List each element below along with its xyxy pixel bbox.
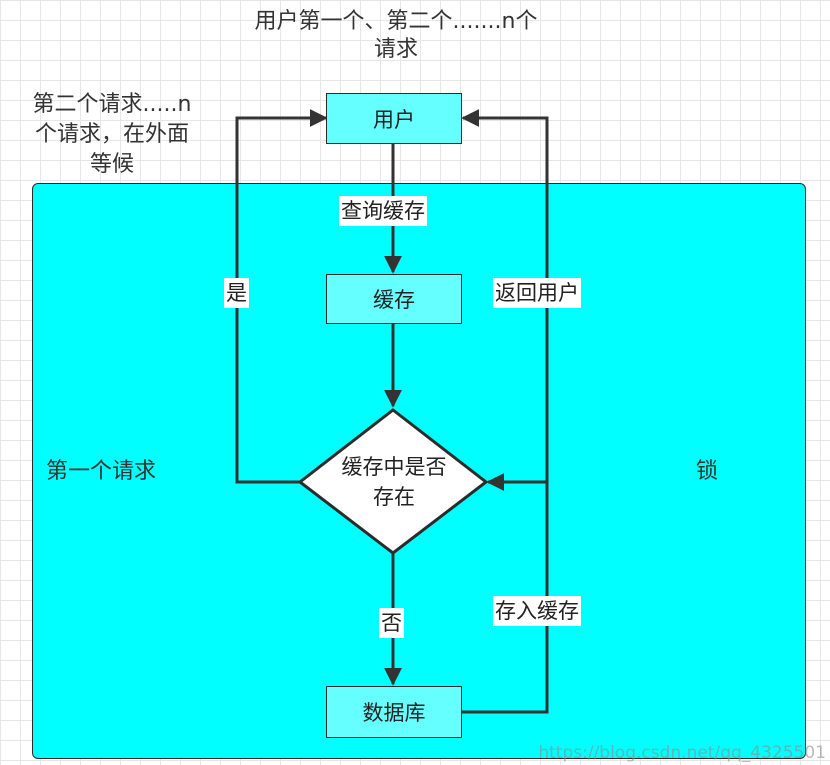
waiting-caption-line1: 第二个请求.....n bbox=[32, 92, 192, 117]
watermark: https://blog.csdn.net/qq_4325501 bbox=[538, 743, 826, 763]
edge-return-to-user bbox=[461, 109, 549, 482]
waiting-caption: 第二个请求.....n 个请求，在外面 等候 bbox=[12, 90, 212, 180]
node-cache[interactable]: 缓存 bbox=[326, 274, 462, 324]
region-label-lock: 锁 bbox=[696, 459, 719, 484]
decision-diamond bbox=[297, 408, 489, 555]
node-decision-line1: 缓存中是否 bbox=[341, 455, 447, 479]
edge-decision-yes-to-user bbox=[235, 109, 328, 484]
node-decision-line2: 存在 bbox=[373, 485, 415, 509]
top-caption: 用户第一个、第二个.......n个 请求 bbox=[226, 8, 566, 64]
edge-label-no: 否 bbox=[379, 608, 404, 638]
node-decision-text[interactable]: 缓存中是否 存在 bbox=[316, 452, 472, 512]
region-label-first-request: 第一个请求 bbox=[46, 459, 157, 484]
node-user[interactable]: 用户 bbox=[326, 93, 462, 144]
edge-label-query-cache: 查询缓存 bbox=[339, 196, 427, 226]
waiting-caption-line2: 个请求，在外面 bbox=[34, 122, 189, 147]
edge-label-store-cache: 存入缓存 bbox=[493, 596, 581, 626]
edge-label-yes: 是 bbox=[224, 278, 249, 308]
waiting-caption-line3: 等候 bbox=[89, 152, 134, 177]
edge-label-return-user: 返回用户 bbox=[493, 278, 581, 308]
node-database[interactable]: 数据库 bbox=[326, 686, 462, 738]
top-caption-line1: 用户第一个、第二个.......n个 bbox=[254, 9, 538, 34]
top-caption-line2: 请求 bbox=[373, 37, 418, 62]
